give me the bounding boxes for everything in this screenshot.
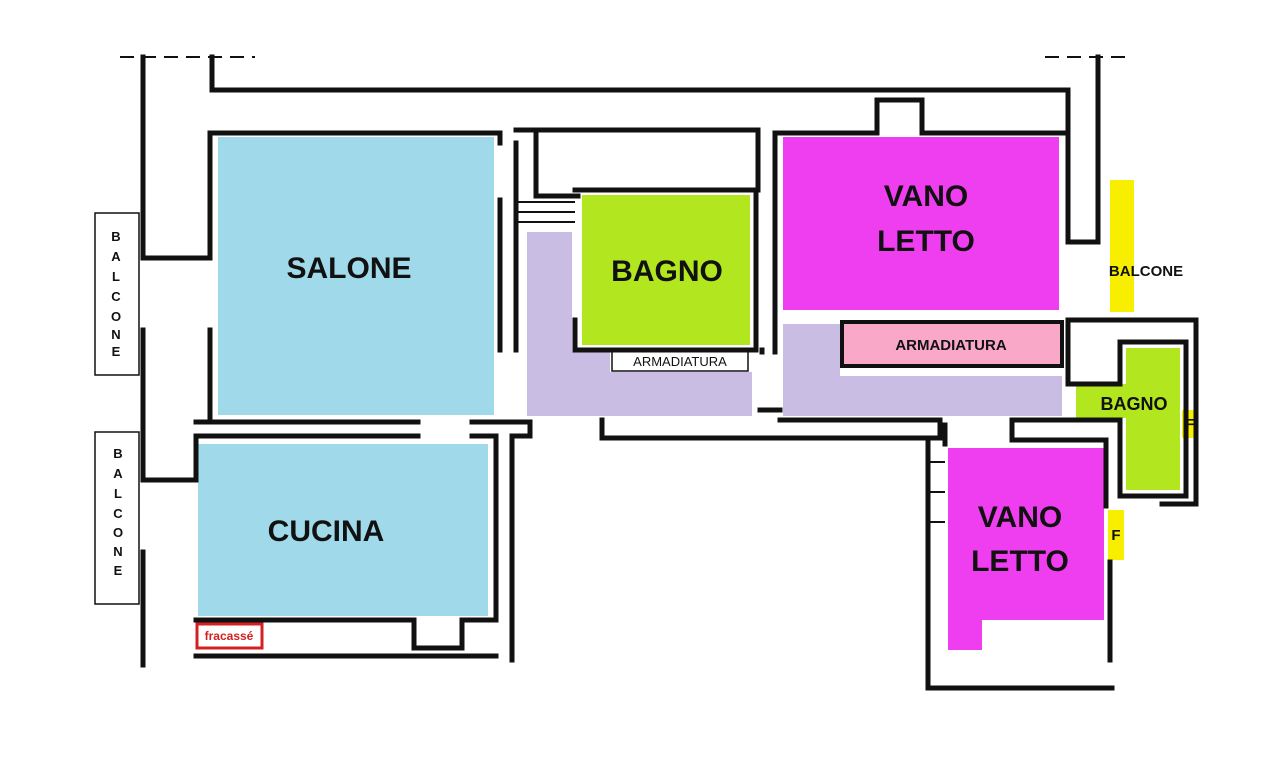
wall-left-mid bbox=[140, 327, 199, 483]
wall-center-right bbox=[759, 130, 778, 355]
balcony-letter: E bbox=[112, 344, 121, 359]
cucina-label: CUCINA bbox=[268, 515, 385, 548]
balcony-letter: O bbox=[111, 309, 121, 324]
window-f-upper-label: F bbox=[1185, 416, 1194, 433]
balcony-right-label: BALCONE bbox=[1109, 263, 1183, 280]
corridor-area-right bbox=[783, 324, 1062, 416]
balcony-letter: C bbox=[113, 506, 123, 521]
vano-letto-top-label-line2: LETTO bbox=[877, 225, 975, 258]
salone-label: SALONE bbox=[286, 252, 411, 285]
vano-letto-top-area bbox=[783, 137, 1059, 310]
wall-cucina-bottom bbox=[193, 435, 499, 651]
wall-corridor-left bbox=[509, 419, 533, 663]
balcony-letter: L bbox=[112, 269, 120, 284]
bagno-center-label: BAGNO bbox=[611, 255, 723, 288]
note-text: fracassé bbox=[205, 629, 254, 643]
balcony-left-bottom-label: B A L C O N E bbox=[113, 446, 123, 578]
bagno-right-area bbox=[1076, 348, 1180, 490]
salone-area bbox=[218, 137, 494, 415]
wall-right-bath-frame bbox=[1009, 317, 1199, 509]
wall-window-frames bbox=[930, 461, 945, 523]
window-f-lower-area bbox=[1108, 510, 1124, 560]
vano-letto-bottom-label-line1: VANO bbox=[978, 501, 1062, 534]
balcony-letter: E bbox=[114, 563, 123, 578]
balcony-letter: A bbox=[111, 249, 121, 264]
balcony-right bbox=[1110, 180, 1134, 312]
balcony-letter: B bbox=[111, 229, 120, 244]
note-box bbox=[195, 622, 264, 650]
balcony-letter: N bbox=[113, 544, 122, 559]
balcony-letter: N bbox=[111, 327, 120, 342]
balcony-left-top-label: B A L C O N E bbox=[111, 229, 121, 359]
vano-letto-bottom-label-line2: LETTO bbox=[971, 545, 1069, 578]
balcony-letter: A bbox=[113, 466, 123, 481]
wall-entry-top bbox=[513, 127, 761, 353]
wall-entry-thin bbox=[516, 201, 575, 223]
balcony-letter: C bbox=[111, 289, 121, 304]
wall-bedroom-bottom-left bbox=[925, 435, 1115, 691]
wall-salone-bottom bbox=[193, 419, 533, 439]
vano-letto-top-label-line1: VANO bbox=[884, 180, 968, 213]
wardrobe-right-label: ARMADIATURA bbox=[895, 337, 1007, 354]
wall-corridor-bottom bbox=[599, 407, 943, 441]
corridor-area-left bbox=[527, 232, 752, 416]
balcony-left-bottom bbox=[94, 431, 140, 605]
balcony-letter: B bbox=[113, 446, 122, 461]
cucina-area bbox=[198, 444, 488, 616]
window-f-lower-label: F bbox=[1111, 527, 1120, 544]
balcony-letter: O bbox=[113, 525, 123, 540]
wall-top-corridor bbox=[209, 54, 1101, 245]
wall-bedroom-top bbox=[772, 97, 1069, 136]
balcony-left-top bbox=[94, 212, 140, 376]
wall-left-outer bbox=[140, 54, 503, 261]
wardrobe-right bbox=[840, 320, 1064, 368]
bagno-center-area bbox=[582, 195, 750, 345]
vano-letto-bottom-area bbox=[948, 448, 1104, 650]
wall-bagno-center bbox=[572, 187, 759, 353]
wardrobe-center-label: ARMADIATURA bbox=[633, 354, 727, 369]
bagno-right-label: BAGNO bbox=[1101, 394, 1168, 414]
balcony-letter: L bbox=[114, 486, 122, 501]
